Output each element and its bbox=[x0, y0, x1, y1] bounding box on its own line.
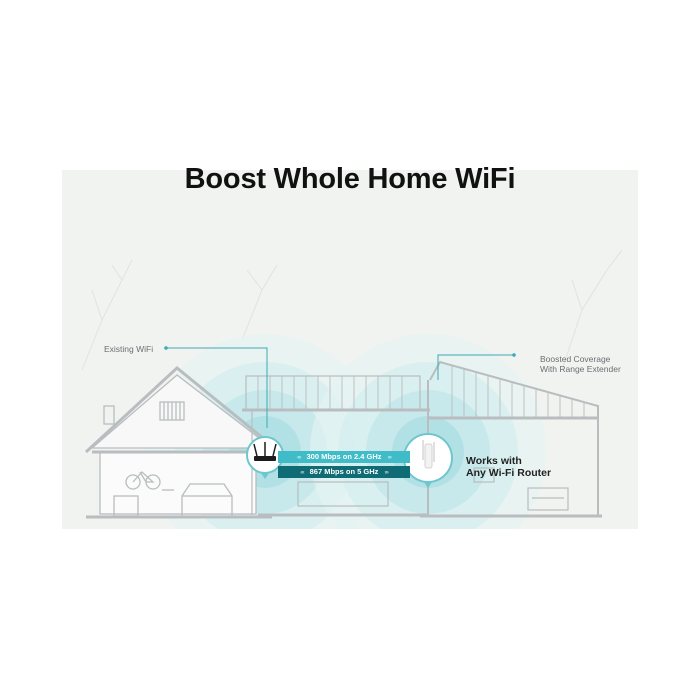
speed-band-2-4ghz: ‹‹‹ 300 Mbps on 2.4 GHz ››› bbox=[278, 451, 410, 463]
compatibility-line2: Any Wi-Fi Router bbox=[466, 467, 552, 479]
page-title: Boost Whole Home WiFi bbox=[184, 163, 516, 195]
boosted-coverage-line2: With Range Extender bbox=[540, 364, 621, 374]
compatibility-line1: Works with bbox=[466, 455, 522, 467]
house-illustration bbox=[81, 249, 623, 529]
chevrons-left-icon: ‹‹‹ bbox=[296, 454, 301, 461]
speed-5ghz-text: 867 Mbps on 5 GHz bbox=[309, 467, 379, 476]
background-trees-icon bbox=[81, 249, 623, 371]
speed-band-5ghz: ‹‹‹ 867 Mbps on 5 GHz ››› bbox=[278, 466, 410, 478]
chevrons-left-icon: ‹‹‹ bbox=[300, 469, 304, 476]
boosted-coverage-line1: Boosted Coverage bbox=[540, 354, 611, 364]
speed-2-4ghz-text: 300 Mbps on 2.4 GHz bbox=[306, 452, 382, 461]
compatibility-text: Works with Any Wi-Fi Router bbox=[466, 455, 551, 479]
chevrons-right-icon: ››› bbox=[384, 469, 388, 476]
chevrons-right-icon: ››› bbox=[387, 454, 392, 461]
boosted-coverage-label: Boosted Coverage With Range Extender bbox=[540, 354, 621, 374]
existing-wifi-label: Existing WiFi bbox=[104, 344, 154, 354]
